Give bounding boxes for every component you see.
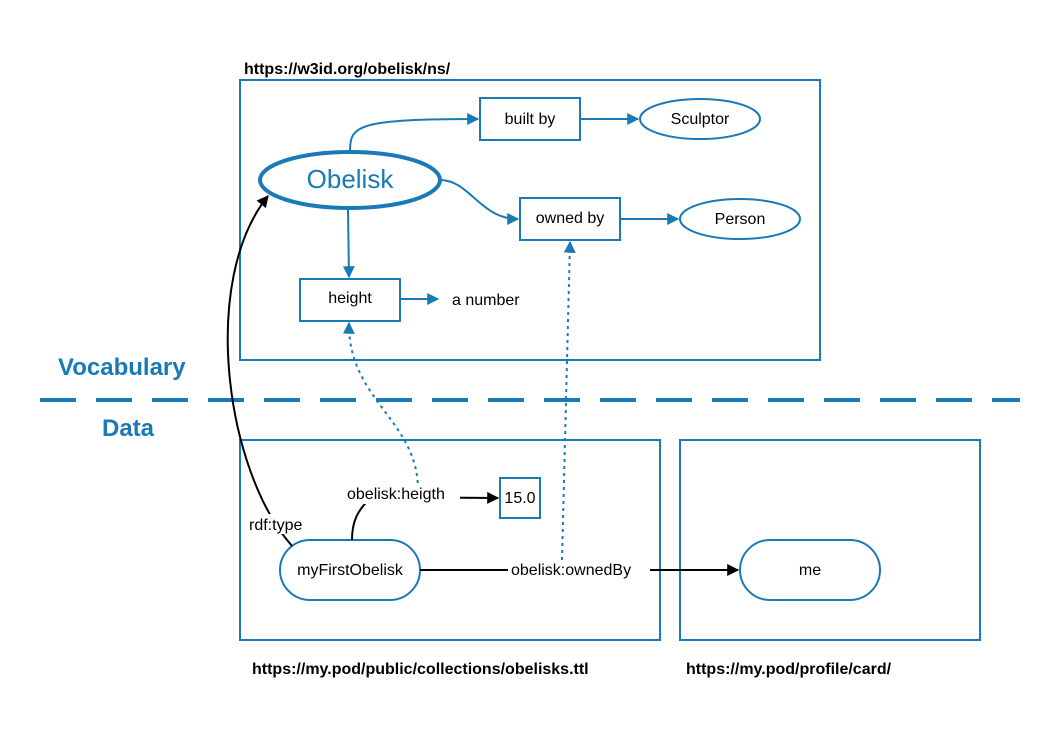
obelisk-to-owned-by-edge xyxy=(439,179,520,225)
my-first-obelisk-label: myFirstObelisk xyxy=(297,562,404,579)
owned-by-pred-label-bg xyxy=(508,560,650,580)
vocabulary-section-label: Vocabulary xyxy=(58,354,186,381)
sculptor-label: Sculptor xyxy=(671,111,730,128)
person-label: Person xyxy=(715,211,766,228)
rdf-type-label-bg xyxy=(246,514,312,534)
data-section-label: Data xyxy=(102,415,155,442)
rdf-type-edge xyxy=(226,195,293,547)
profile-document-box xyxy=(679,439,981,641)
collection-document-box xyxy=(239,439,661,641)
obelisk-to-height-edge xyxy=(342,209,355,279)
obelisk-class-label: Obelisk xyxy=(307,164,395,194)
sculptor-class-node xyxy=(639,98,761,140)
height-property-node xyxy=(299,278,401,322)
owned-by-label: owned by xyxy=(536,210,605,227)
height-value-label: 15.0 xyxy=(504,490,535,507)
collection-url-label: https://my.pod/public/collections/obelis… xyxy=(252,661,589,678)
namespace-url-label: https://w3id.org/obelisk/ns/ xyxy=(244,61,451,78)
vocabulary-box xyxy=(239,79,821,361)
a-number-label: a number xyxy=(452,292,520,309)
height-value-node xyxy=(499,477,541,519)
profile-url-label: https://my.pod/profile/card/ xyxy=(686,661,892,678)
height-label: height xyxy=(328,290,372,307)
owned-by-pred-label: obelisk:ownedBy xyxy=(511,562,631,579)
built-by-label: built by xyxy=(505,111,556,128)
me-node xyxy=(739,539,881,601)
rdf-type-label: rdf:type xyxy=(249,517,302,534)
me-label: me xyxy=(799,562,821,579)
owned-by-property-node xyxy=(519,197,621,241)
built-by-property-node xyxy=(479,97,581,141)
obelisk-to-built-by-edge xyxy=(349,113,480,151)
heigth-to-height-link xyxy=(342,321,419,491)
heigth-label: obelisk:heigth xyxy=(347,486,445,503)
person-class-node xyxy=(679,198,801,240)
heigth-label-bg xyxy=(344,484,460,504)
